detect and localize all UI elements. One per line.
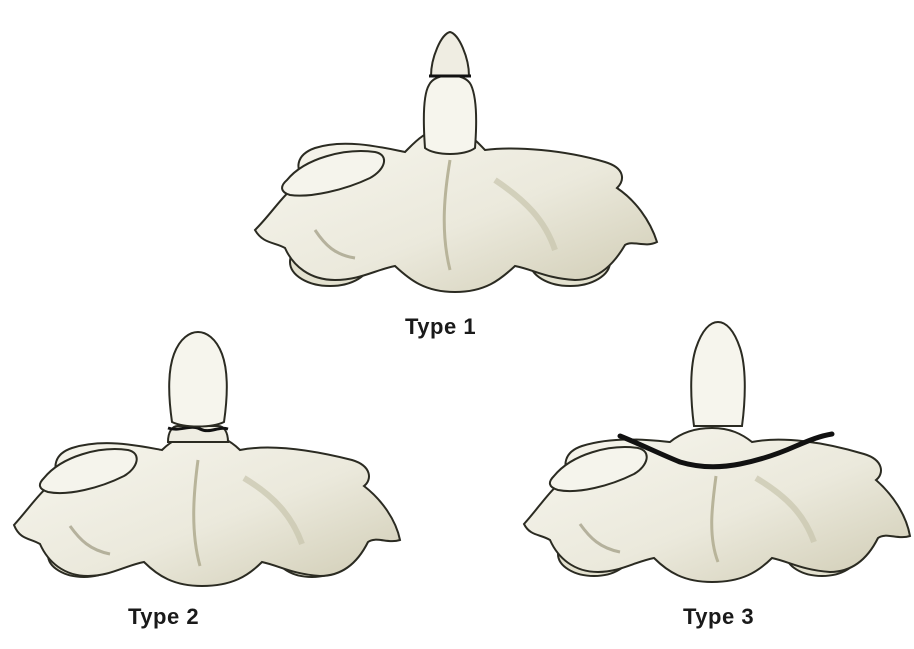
type-1-label: Type 1 (405, 314, 476, 340)
type-2-label: Type 2 (128, 604, 199, 630)
vertebra-type-3-illustration (520, 316, 912, 586)
dens (424, 75, 476, 154)
type-3-label: Type 3 (683, 604, 754, 630)
dens (691, 322, 745, 426)
axis-vertebra-type-2 (12, 330, 402, 590)
vertebral-body (14, 434, 400, 586)
vertebra-type-1-illustration (245, 30, 665, 300)
dens-tip-fragment (431, 32, 469, 76)
vertebra-type-2-illustration (12, 330, 402, 590)
dens (169, 332, 227, 427)
axis-vertebra-type-3 (520, 316, 912, 586)
axis-vertebra-type-1 (245, 30, 665, 300)
